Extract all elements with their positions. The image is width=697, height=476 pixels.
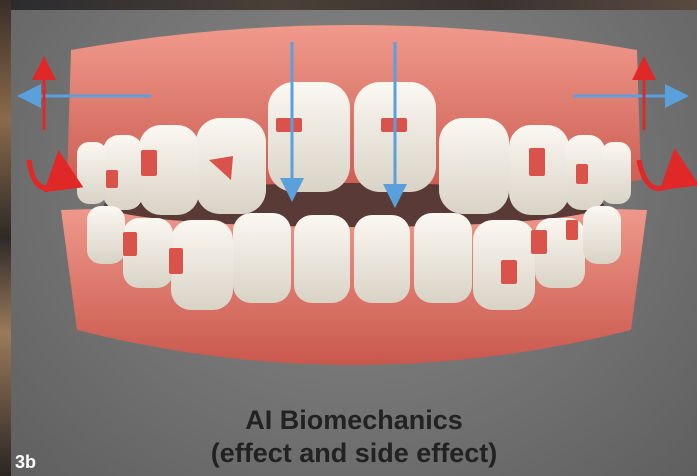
lower-incisor-1 (294, 215, 350, 303)
top-photo-strip (0, 0, 697, 10)
lower-molar-left (87, 206, 125, 264)
figure-title-line2: (effect and side effect) (11, 438, 697, 469)
left-photo-strip (0, 0, 11, 476)
upper-molar-right (601, 142, 631, 204)
figure-label: 3b (15, 452, 36, 473)
lower-molar-right (583, 206, 621, 264)
upper-incisor-left (268, 82, 350, 192)
lower-incisor-4 (414, 213, 472, 303)
rotate-arrow-icon (29, 160, 61, 188)
lower-incisor-3 (233, 213, 291, 303)
upper-lateral-right (439, 118, 509, 214)
lower-incisor-2 (354, 215, 410, 303)
dental-arch-illustration (11, 10, 697, 410)
upper-molar-left (77, 142, 107, 204)
figure-panel: AI Biomechanics (effect and side effect)… (11, 10, 697, 476)
figure-title-line1: AI Biomechanics (11, 405, 697, 436)
rotate-arrow-icon (639, 160, 677, 188)
